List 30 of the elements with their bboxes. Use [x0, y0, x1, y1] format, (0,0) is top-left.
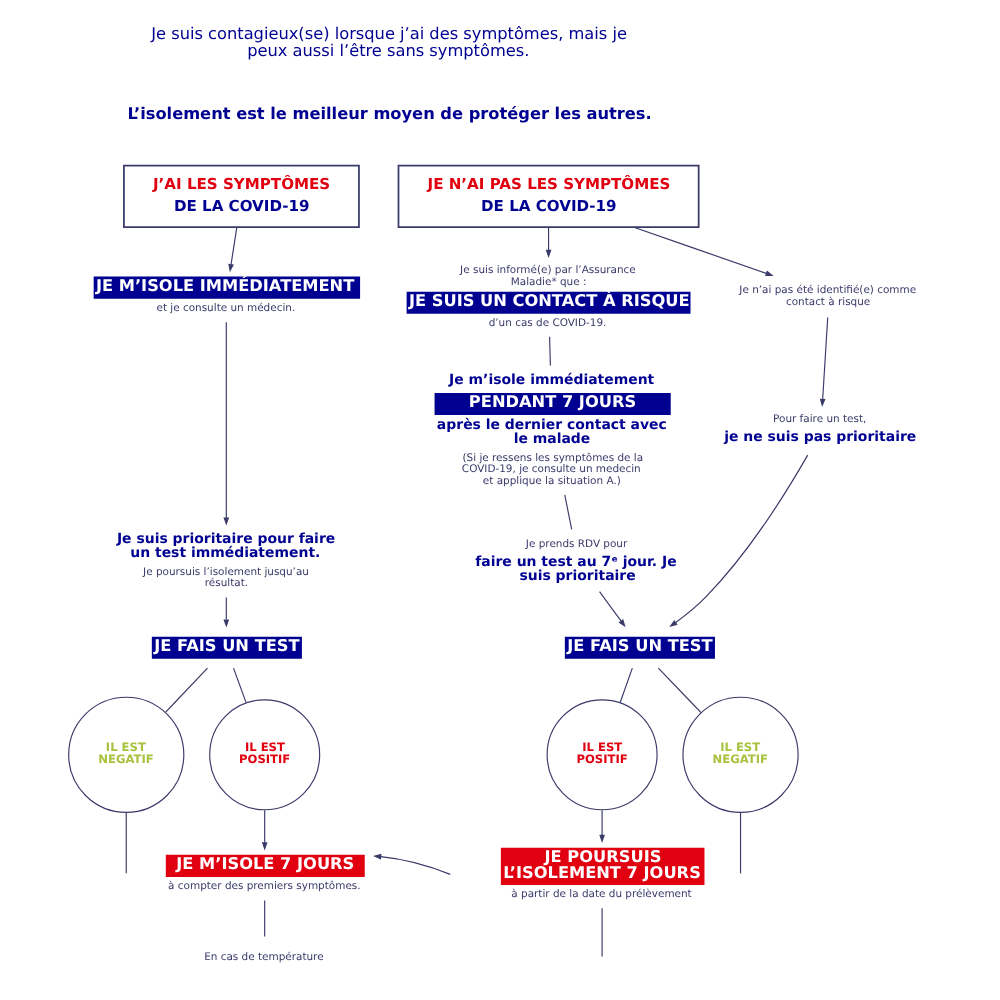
connector	[549, 336, 551, 367]
label: L’isolement est le meilleur moyen de protéger les autres.	[127, 102, 652, 123]
label: Je suis contagieux(se) lorsque j’ai des symptômes, mais je peux aussi l’être sans symptômes.	[151, 22, 627, 61]
node-box: JE M’ISOLE IMMÉDIATEMENT	[93, 276, 361, 299]
node-box: JE FAIS UN TEST	[151, 636, 302, 659]
arrow	[261, 809, 268, 851]
node-box: PENDANT 7 JOURS	[434, 392, 671, 416]
arrow	[545, 226, 552, 258]
connector	[657, 667, 702, 714]
connector	[739, 812, 742, 874]
connector	[619, 667, 633, 703]
arrow	[223, 321, 230, 526]
node-box: JE FAIS UN TEST	[564, 636, 715, 659]
arrow	[633, 226, 774, 276]
connector	[264, 899, 266, 938]
arrow	[223, 596, 230, 628]
connector	[564, 494, 573, 531]
arrow	[599, 809, 605, 843]
arrow	[669, 454, 809, 628]
arrow	[373, 853, 451, 875]
arrow	[599, 591, 626, 628]
node-box: JE POURSUIS L’ISOLEMENT 7 JOURS	[500, 847, 705, 886]
connector	[232, 667, 247, 704]
arrow	[228, 226, 238, 273]
connector	[125, 812, 127, 874]
connector	[165, 667, 209, 713]
node-box: JE M’ISOLE 7 JOURS	[165, 854, 365, 877]
node-box-text: JE SUIS UN CONTACT À RISQUE	[406, 291, 691, 314]
connector	[601, 907, 603, 958]
arrow	[819, 316, 829, 408]
